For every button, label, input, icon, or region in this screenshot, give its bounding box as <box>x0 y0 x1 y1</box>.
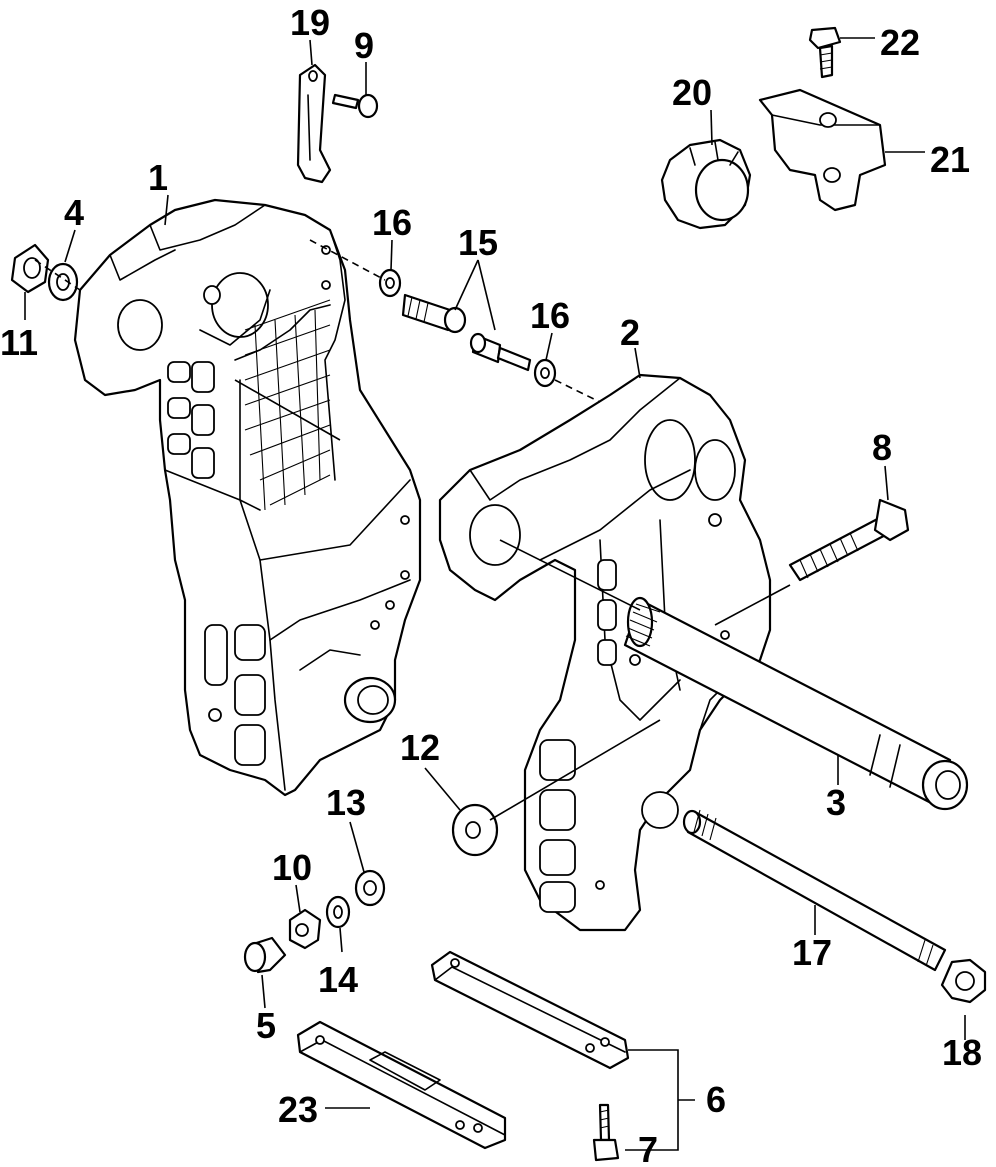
callout-18: 18 <box>942 1032 982 1073</box>
callout-15: 15 <box>458 222 498 263</box>
nut-18[interactable] <box>940 958 987 1004</box>
callout-17: 17 <box>792 932 832 973</box>
callout-4: 4 <box>64 192 84 233</box>
washer-14[interactable] <box>325 895 351 929</box>
washer-12[interactable] <box>451 803 499 857</box>
cap-20[interactable] <box>660 138 752 230</box>
plate-19[interactable] <box>296 63 332 184</box>
through-tube[interactable] <box>623 596 969 811</box>
callout-23: 23 <box>278 1089 318 1130</box>
bracket-21[interactable] <box>758 88 887 212</box>
washer-13[interactable] <box>354 869 386 907</box>
callout-14: 14 <box>318 959 358 1000</box>
callout-10: 10 <box>272 847 312 888</box>
screw-9[interactable] <box>331 93 379 119</box>
callout-8: 8 <box>872 427 892 468</box>
bolt-15-a[interactable] <box>401 293 467 334</box>
washer-16-b[interactable] <box>533 358 557 388</box>
callout-16-second: 16 <box>530 295 570 336</box>
callout-1: 1 <box>148 157 168 198</box>
callout-19: 19 <box>290 2 330 43</box>
bolt-8[interactable] <box>788 498 910 582</box>
clamp-bracket-left[interactable] <box>73 198 422 797</box>
washer-16-a[interactable] <box>378 268 402 298</box>
bushing-5[interactable] <box>243 936 287 974</box>
callout-16: 16 <box>372 202 412 243</box>
clamp-bracket-right[interactable] <box>438 373 772 932</box>
callout-9: 9 <box>354 25 374 66</box>
screw-7[interactable] <box>592 1103 620 1162</box>
plate-6[interactable] <box>430 950 630 1070</box>
assembly-lines <box>34 239 791 821</box>
callout-2: 2 <box>620 312 640 353</box>
bolt-15-b[interactable] <box>469 332 532 372</box>
long-bolt[interactable] <box>682 809 947 972</box>
bolt-22[interactable] <box>808 26 842 79</box>
callout-3: 3 <box>826 782 846 823</box>
nut-11[interactable] <box>10 243 50 294</box>
callout-11: 11 <box>0 322 38 363</box>
callout-5: 5 <box>256 1005 276 1046</box>
callout-7: 7 <box>638 1129 658 1167</box>
plate-23[interactable] <box>296 1020 507 1150</box>
bracket-hatch-1 <box>244 299 331 511</box>
callout-12: 12 <box>400 727 440 768</box>
callout-21: 21 <box>930 139 970 180</box>
callout-20: 20 <box>672 72 712 113</box>
callout-22: 22 <box>880 22 920 63</box>
callout-13: 13 <box>326 782 366 823</box>
callout-6: 6 <box>706 1079 726 1120</box>
callout-leaders <box>24 37 966 1151</box>
nut-10[interactable] <box>288 908 322 950</box>
washer-4[interactable] <box>47 262 79 302</box>
